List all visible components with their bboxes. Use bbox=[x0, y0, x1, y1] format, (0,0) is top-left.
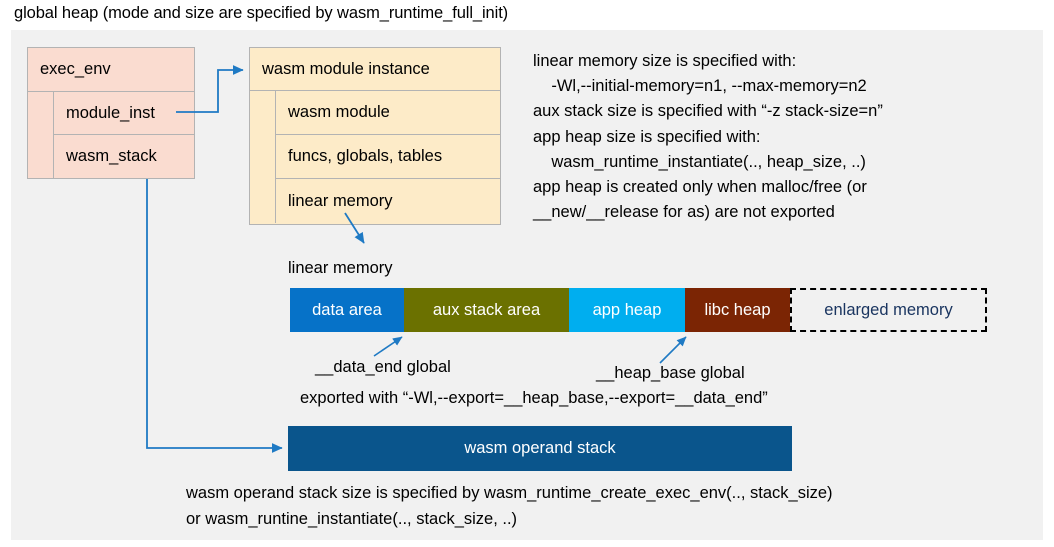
module-instance-title: wasm module instance bbox=[250, 48, 500, 91]
annotation-data-end: __data_end global bbox=[315, 358, 451, 376]
module-instance-gutter bbox=[250, 91, 276, 223]
module-instance-body: wasm module funcs, globals, tables linea… bbox=[250, 91, 500, 223]
memory-segment-enlarged-memory: enlarged memory bbox=[790, 288, 987, 332]
exec-env-box: exec_env module_inst wasm_stack bbox=[27, 47, 195, 179]
annotation-exported-with: exported with “-Wl,--export=__heap_base,… bbox=[300, 389, 768, 407]
memory-segment-libc-heap: libc heap bbox=[685, 288, 790, 332]
exec-env-body: module_inst wasm_stack bbox=[28, 92, 194, 178]
linear-memory-label: linear memory bbox=[288, 259, 393, 277]
module-instance-row-wasm-module: wasm module bbox=[276, 91, 500, 135]
exec-env-gutter bbox=[28, 92, 54, 178]
exec-env-row-wasm-stack: wasm_stack bbox=[66, 147, 157, 165]
module-instance-row-funcs-globals-tables: funcs, globals, tables bbox=[276, 135, 500, 179]
exec-env-title: exec_env bbox=[28, 48, 194, 92]
memory-segment-data-area: data area bbox=[290, 288, 404, 332]
operand-stack-caption: wasm operand stack size is specified by … bbox=[186, 484, 833, 528]
annotation-heap-base: __heap_base global bbox=[596, 364, 745, 382]
exec-env-rows: module_inst wasm_stack bbox=[54, 92, 194, 178]
module-instance-row-linear-memory: linear memory bbox=[288, 191, 393, 210]
memory-segment-app-heap: app heap bbox=[569, 288, 685, 332]
linear-memory-notes: linear memory size is specified with: -W… bbox=[533, 52, 883, 222]
page-title: global heap (mode and size are specified… bbox=[14, 4, 509, 22]
wasm-operand-stack-box: wasm operand stack bbox=[288, 426, 792, 471]
module-instance-rows: wasm module funcs, globals, tables linea… bbox=[276, 91, 500, 223]
exec-env-row-module-inst: module_inst bbox=[54, 92, 194, 135]
wasm-module-instance-box: wasm module instance wasm module funcs, … bbox=[249, 47, 501, 225]
memory-segment-aux-stack-area: aux stack area bbox=[404, 288, 569, 332]
